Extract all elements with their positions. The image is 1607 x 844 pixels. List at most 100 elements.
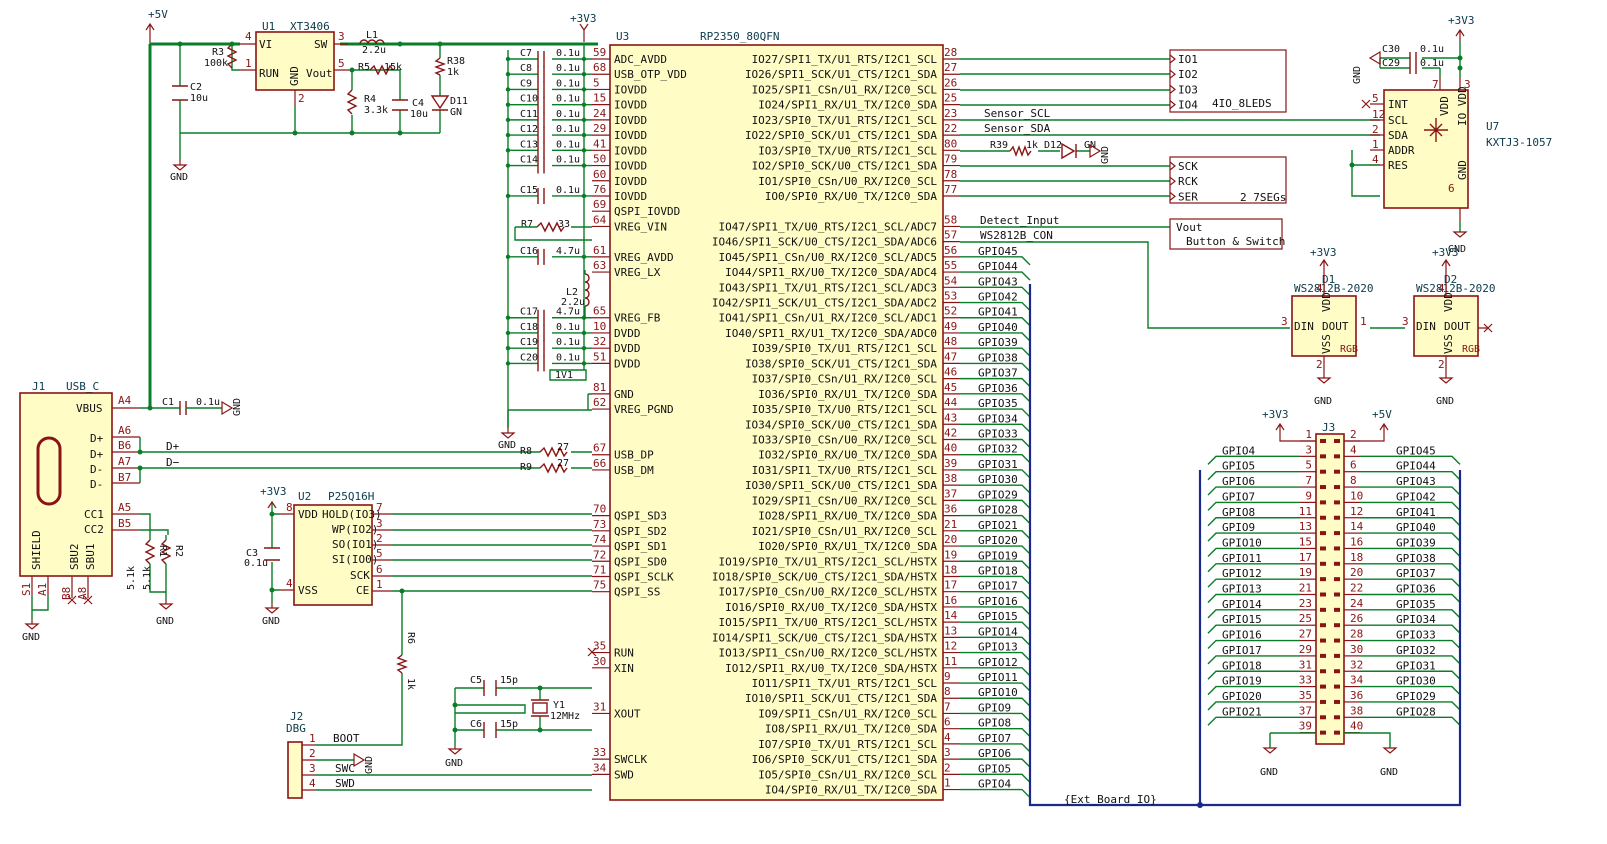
u3-pin-name: IOVDD: [614, 175, 647, 188]
u3-pin-name: IOVDD: [614, 160, 647, 173]
gpio-net-label: GPIO15: [978, 610, 1018, 623]
u3-pin-name: IO14/SPI1_SCK/U0_CTS/I2C1_SDA/HSTX: [712, 631, 938, 644]
decap-value: 0.1u: [556, 109, 580, 120]
u3-pin-number: 48: [944, 335, 957, 348]
svg-text:4: 4: [1316, 282, 1323, 295]
j3-net-label: GPIO13: [1222, 583, 1262, 596]
u3-pin-name: IO3/SPI0_TX/U0_RTS/I2C1_SCL: [758, 144, 937, 157]
u7-pin-name: RES: [1388, 159, 1408, 172]
svg-text:7: 7: [376, 501, 383, 514]
svg-text:S1: S1: [20, 583, 33, 596]
u1-vi: VI: [259, 38, 272, 51]
decap-ref: C7: [520, 48, 532, 59]
r7-resistor: [536, 221, 565, 233]
u3-pin-name: IO34/SPI0_SCK/U0_CTS/I2C1_SDA: [745, 418, 937, 431]
j3-net-label: GPIO17: [1222, 644, 1262, 657]
u3-right-pins: 28IO27/SPI1_TX/U1_RTS/I2C1_SCL27IO26/SPI…: [712, 46, 1031, 799]
j3-pin-number: 13: [1299, 520, 1312, 533]
u3-pin-name: IO13/SPI1_CSn/U0_RX/I2C0_SCL/HSTX: [718, 647, 937, 660]
j1-vbus: VBUS: [76, 402, 103, 415]
d11-ref: D11: [450, 96, 468, 107]
j3-net-label: GPIO42: [1396, 490, 1436, 503]
u3-pin-number: 72: [593, 548, 606, 561]
j3-pin-number: 33: [1299, 674, 1312, 687]
j3-pin-number: 5: [1305, 459, 1312, 472]
u3-pin-number: 44: [944, 396, 958, 409]
u3-pin-number: 6: [944, 716, 951, 729]
j2-swc: SWC: [335, 762, 355, 775]
u3-pin-name: XOUT: [614, 707, 641, 720]
u3-pin-name: IO25/SPI1_CSn/U1_RX/I2C0_SCL: [752, 83, 938, 96]
j1-usb-c: J1 USB_C VBUS D+ D+ D- D- CC1 CC2 SHIELD…: [19, 380, 243, 643]
dp-net-label: D+: [166, 440, 180, 453]
u3-pin-name: IO37/SPI0_CSn/U1_RX/I2C0_SCL: [752, 373, 938, 386]
c2-cap: [172, 85, 188, 101]
u2-pin-name: VSS: [298, 584, 318, 597]
u3-pin-name: IO20/SPI0_RX/U1_TX/I2C0_SDA: [758, 540, 937, 553]
u3-pin-number: 63: [593, 259, 606, 272]
u3-pin-number: 10: [593, 320, 606, 333]
r1-value: 5.1k: [126, 566, 137, 590]
seg-box: [1169, 156, 1287, 204]
decap-ref: C13: [520, 139, 538, 150]
gnd-symbol-u3: GND: [498, 428, 516, 451]
j3-net-label: GPIO38: [1396, 552, 1436, 565]
u7-value: KXTJ3-1057: [1486, 136, 1552, 149]
ext-board-bus: {Ext_Board_IO}: [1028, 284, 1462, 808]
j3-pin-number: 25: [1299, 612, 1312, 625]
u1-sw: SW: [314, 38, 328, 51]
u3-pin-name: IO26/SPI1_SCK/U1_CTS/I2C1_SDA: [745, 68, 937, 81]
c29-c30-caps: [1409, 52, 1417, 74]
u7-pin-number: 1: [1372, 138, 1379, 151]
u3-pin-name: IO1/SPI0_CSn/U0_RX/I2C0_SCL: [758, 175, 937, 188]
r6-ref: R6: [405, 632, 416, 644]
u3-pin-name: IOVDD: [614, 144, 647, 157]
u3-pin-name: IO38/SPI0_SCK/U1_CTS/I2C1_SDA: [745, 357, 937, 370]
u3-pin-number: 52: [944, 305, 957, 318]
gpio-net-label: GPIO40: [978, 321, 1018, 334]
j3-pin-number: 23: [1299, 597, 1312, 610]
svg-text:A6: A6: [118, 424, 131, 437]
j3-net-label: GPIO10: [1222, 536, 1262, 549]
r7-value: 33: [558, 219, 570, 230]
svg-text:A5: A5: [118, 501, 131, 514]
u1-value: XT3406: [290, 20, 330, 33]
u3-pin-number: 49: [944, 320, 957, 333]
j1-cc2: CC2: [84, 523, 104, 536]
decap-ref: C11: [520, 109, 538, 120]
u3-pin-name: IO16/SPI0_RX/U0_TX/I2C0_SDA/HSTX: [725, 601, 937, 614]
u3-pin-number: 47: [944, 350, 957, 363]
d1-3v3-symbol: [1319, 258, 1329, 270]
u3-pin-name: QSPI_SD1: [614, 540, 667, 553]
u3-pin-number: 66: [593, 457, 606, 470]
decap-value: 4.7u: [556, 246, 580, 257]
r1-ref: R1: [157, 545, 168, 557]
r6-resistor: [396, 654, 408, 674]
u2-pin-name: VDD: [298, 508, 318, 521]
u3-pin-name: IO4/SPI0_RX/U1_TX/I2C0_SDA: [765, 784, 938, 797]
button-sheet: Vout Button & Switch: [1169, 218, 1285, 250]
svg-text:1: 1: [309, 732, 316, 745]
svg-text:3: 3: [338, 30, 345, 43]
u3-pin-number: 2: [944, 761, 951, 774]
decap-value: 4.7u: [556, 307, 580, 318]
gpio-net-label: GPIO35: [978, 397, 1018, 410]
u3-pin-number: 59: [593, 46, 606, 59]
u3-pin-number: 14: [944, 609, 958, 622]
u7-3v3-symbol: [1455, 28, 1465, 42]
d2-rgb: RGB: [1462, 344, 1480, 355]
vbus-bold-wire: [148, 42, 240, 410]
u3-pin-name: IO19/SPI0_TX/U1_RTS/I2C1_SCL/HSTX: [718, 555, 937, 568]
u3-pin-number: 20: [944, 533, 957, 546]
j3-net-label: GPIO36: [1396, 583, 1436, 596]
u7-iovdd: IO_VDD: [1456, 86, 1469, 126]
j1-sbu1: SBU1: [84, 544, 97, 571]
gpio-net-label: GPIO31: [978, 458, 1018, 471]
j3-gnd-symbols: [1262, 747, 1398, 754]
u3-pin-number: 23: [944, 107, 957, 120]
u7-pin-name: SCL: [1388, 114, 1408, 127]
u3-pin-number: 3: [944, 746, 951, 759]
